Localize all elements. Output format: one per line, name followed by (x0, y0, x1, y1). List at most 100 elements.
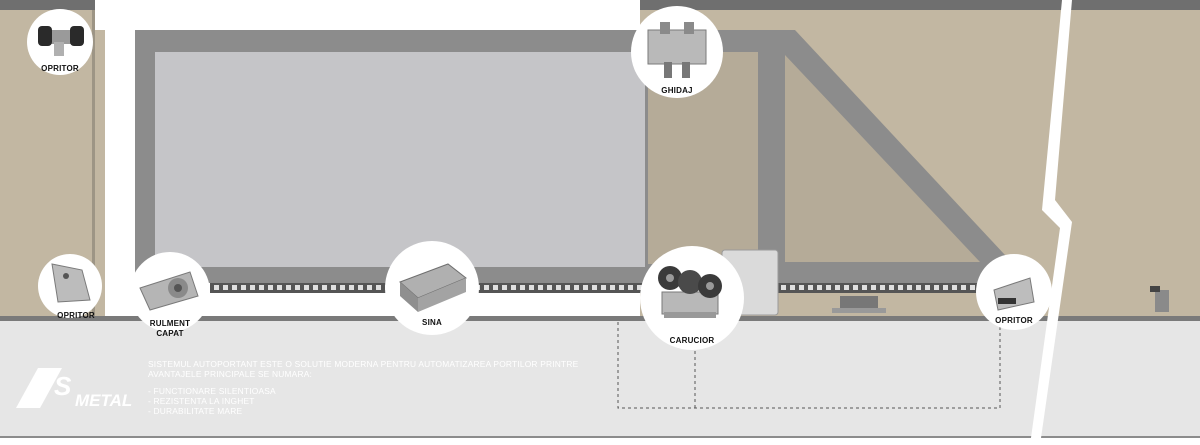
rack-tooth (601, 285, 606, 290)
rack-tooth (529, 285, 534, 290)
rack-tooth (214, 285, 219, 290)
rack-tooth (934, 285, 939, 290)
rack-tooth (331, 285, 336, 290)
rack-tooth (799, 285, 804, 290)
rack-tooth (583, 285, 588, 290)
advantage-item: - DURABILITATE MARE (148, 406, 243, 416)
rack-tooth (511, 285, 516, 290)
advantage-item: - REZISTENTA LA INGHET (148, 396, 255, 406)
ghidaj-icon (647, 22, 707, 78)
rack-tooth (907, 285, 912, 290)
break-line (1030, 0, 1072, 445)
rack-tooth (844, 285, 849, 290)
rack-tooth (853, 285, 858, 290)
rack-tooth (295, 285, 300, 290)
motor-foot (832, 308, 886, 313)
callout-carucior (640, 246, 744, 350)
label-carucior: CARUCIOR (669, 336, 715, 345)
callout-ghidaj (631, 6, 723, 98)
rack-tooth (349, 285, 354, 290)
gate-panel (155, 52, 645, 267)
end-bracket-cap (1150, 286, 1160, 292)
rack-tooth (502, 285, 507, 290)
rack-tooth (223, 285, 228, 290)
rack-tooth (826, 285, 831, 290)
rack-tooth (232, 285, 237, 290)
logo-letter: S (54, 371, 72, 401)
opening-white (95, 0, 640, 30)
rack-tooth (862, 285, 867, 290)
rack-tooth (637, 285, 642, 290)
gate-inner-triangle (785, 55, 980, 262)
label-sina: SINA (422, 318, 442, 327)
rack-tooth (610, 285, 615, 290)
rack-tooth (538, 285, 543, 290)
rack-tooth (556, 285, 561, 290)
label-opritor-left: OPRITOR (57, 311, 95, 320)
label-ghidaj: GHIDAJ (661, 86, 693, 95)
opritor-top-icon (38, 26, 84, 56)
callout-opritor-left (38, 254, 102, 318)
rack-tooth (835, 285, 840, 290)
sina-icon (399, 263, 467, 312)
rack-tooth (781, 285, 786, 290)
rack-tooth (628, 285, 633, 290)
description-block: SISTEMUL AUTOPORTANT ESTE O SOLUTIE MODE… (148, 359, 588, 416)
rack-tooth (592, 285, 597, 290)
rack-tooth (565, 285, 570, 290)
rack-tooth (916, 285, 921, 290)
gate-upright (758, 50, 783, 283)
label-rulment-capat: RULMENT CAPAT (149, 319, 191, 338)
rack-tooth (250, 285, 255, 290)
rack-tooth (871, 285, 876, 290)
description-intro: SISTEMUL AUTOPORTANT ESTE O SOLUTIE MODE… (148, 359, 579, 379)
callout-opritor-right (976, 254, 1052, 330)
rack-tooth (520, 285, 525, 290)
logo-wordmark: METAL (75, 391, 132, 410)
rack-tooth (961, 285, 966, 290)
opritor-right-icon (993, 277, 1035, 311)
rack-tooth (619, 285, 624, 290)
rack-tooth (952, 285, 957, 290)
rack-tooth (493, 285, 498, 290)
rack-tooth (259, 285, 264, 290)
ground-line (0, 316, 1200, 321)
opritor-left-icon (51, 263, 91, 303)
rack-tooth (880, 285, 885, 290)
rulment-capat-icon (139, 271, 199, 311)
rack-tooth (277, 285, 282, 290)
cable-route (617, 322, 1001, 409)
motor-base (840, 296, 878, 310)
rack-tooth (790, 285, 795, 290)
label-opritor-top: OPRITOR (41, 64, 79, 73)
end-bracket (1155, 290, 1169, 312)
rack-tooth (367, 285, 372, 290)
rack-tooth (376, 285, 381, 290)
rack-tooth (241, 285, 246, 290)
label-opritor-right: OPRITOR (995, 316, 1033, 325)
rack-tooth (268, 285, 273, 290)
rack-tooth (574, 285, 579, 290)
advantages-list: - FUNCTIONARE SILENTIOASA - REZISTENTA L… (148, 386, 588, 416)
rack-tooth (340, 285, 345, 290)
rack-tooth (889, 285, 894, 290)
callout-opritor-top (27, 9, 93, 75)
rack-tooth (547, 285, 552, 290)
rack-tooth (817, 285, 822, 290)
rack-tooth (808, 285, 813, 290)
rack-tooth (286, 285, 291, 290)
advantage-item: - FUNCTIONARE SILENTIOASA (148, 386, 276, 396)
rack-tooth (304, 285, 309, 290)
rack-tooth (358, 285, 363, 290)
logo-parallelogram (16, 368, 62, 408)
callout-sina (385, 241, 479, 335)
rack-tooth (925, 285, 930, 290)
ground-bottom-line (0, 436, 1200, 438)
rack-tooth (322, 285, 327, 290)
rack-tooth (313, 285, 318, 290)
rack-tooth (943, 285, 948, 290)
rack-tooth (484, 285, 489, 290)
rack-tooth (898, 285, 903, 290)
